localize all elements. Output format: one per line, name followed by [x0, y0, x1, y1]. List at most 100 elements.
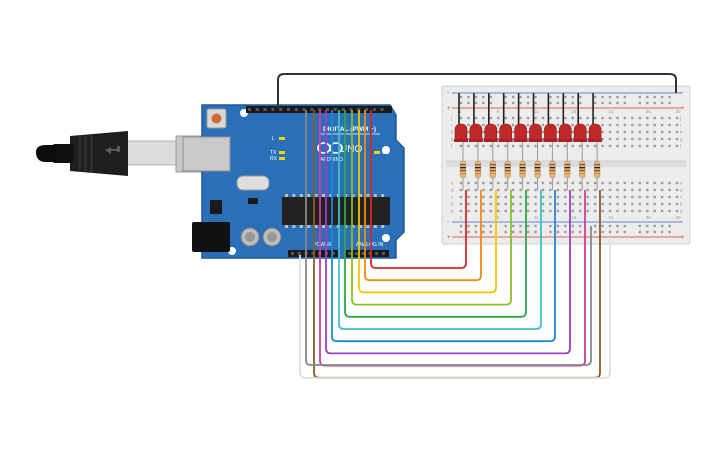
wire-signal[interactable] [325, 110, 571, 355]
bb-hole[interactable] [653, 144, 656, 148]
header-pin[interactable] [375, 252, 379, 255]
bb-hole[interactable] [571, 137, 574, 141]
bb-hole[interactable] [541, 123, 545, 127]
bb-rail-hole[interactable] [526, 224, 530, 228]
bb-hole[interactable] [541, 130, 545, 134]
bb-hole[interactable] [571, 188, 574, 192]
bb-hole[interactable] [668, 144, 671, 148]
bb-hole[interactable] [482, 116, 485, 120]
bb-rail-hole[interactable] [482, 101, 485, 105]
bb-hole[interactable] [675, 137, 679, 141]
bb-hole[interactable] [526, 123, 530, 127]
bb-hole[interactable] [623, 137, 627, 141]
bb-hole[interactable] [601, 188, 604, 192]
bb-hole[interactable] [623, 202, 627, 206]
bb-hole[interactable] [482, 188, 485, 192]
bb-hole[interactable] [579, 181, 582, 185]
bb-hole[interactable] [608, 144, 612, 148]
bb-hole[interactable] [474, 188, 478, 192]
header-pin[interactable] [294, 108, 298, 111]
bb-hole[interactable] [631, 195, 634, 199]
bb-rail-hole[interactable] [601, 95, 604, 99]
led[interactable] [559, 123, 572, 141]
bb-rail-hole[interactable] [564, 224, 567, 228]
bb-hole[interactable] [616, 202, 619, 206]
bb-hole[interactable] [675, 202, 679, 206]
bb-hole[interactable] [631, 123, 634, 127]
reset-button[interactable] [206, 108, 227, 129]
bb-rail-hole[interactable] [616, 224, 619, 228]
bb-hole[interactable] [526, 144, 530, 148]
bb-rail-hole[interactable] [526, 95, 530, 99]
bb-hole[interactable] [526, 188, 530, 192]
bb-hole[interactable] [519, 209, 522, 213]
bb-hole[interactable] [556, 137, 560, 141]
bb-hole[interactable] [601, 116, 604, 120]
bb-hole[interactable] [541, 188, 545, 192]
bb-hole[interactable] [549, 209, 552, 213]
bb-hole[interactable] [549, 202, 552, 206]
bb-hole[interactable] [586, 188, 589, 192]
bb-rail-hole[interactable] [601, 230, 604, 234]
bb-hole[interactable] [660, 188, 664, 192]
bb-rail-hole[interactable] [467, 101, 470, 105]
bb-rail-hole[interactable] [668, 95, 671, 99]
bb-hole[interactable] [668, 202, 671, 206]
bb-rail-hole[interactable] [616, 230, 619, 234]
bb-hole[interactable] [616, 123, 619, 127]
bb-rail-hole[interactable] [668, 224, 671, 228]
wire-ground-gray[interactable] [305, 110, 592, 366]
bb-rail-hole[interactable] [482, 230, 485, 234]
bb-hole[interactable] [482, 181, 485, 185]
bb-hole[interactable] [675, 144, 679, 148]
bb-hole[interactable] [638, 202, 641, 206]
bb-rail-hole[interactable] [623, 230, 627, 234]
bb-hole[interactable] [526, 209, 530, 213]
bb-hole[interactable] [646, 144, 649, 148]
bb-hole[interactable] [638, 137, 641, 141]
bb-hole[interactable] [608, 116, 612, 120]
bb-hole[interactable] [623, 181, 627, 185]
bb-hole[interactable] [556, 188, 560, 192]
bb-hole[interactable] [504, 181, 507, 185]
bb-rail-hole[interactable] [534, 224, 537, 228]
bb-hole[interactable] [608, 188, 612, 192]
bb-rail-hole[interactable] [616, 95, 619, 99]
header-pin[interactable] [349, 108, 353, 111]
bb-hole[interactable] [511, 116, 515, 120]
bb-hole[interactable] [519, 202, 522, 206]
bb-rail-hole[interactable] [646, 95, 649, 99]
bb-hole[interactable] [459, 144, 463, 148]
bb-hole[interactable] [675, 123, 679, 127]
bb-hole[interactable] [579, 116, 582, 120]
bb-hole[interactable] [459, 202, 463, 206]
bb-hole[interactable] [482, 137, 485, 141]
bb-rail-hole[interactable] [511, 230, 515, 234]
bb-hole[interactable] [638, 195, 641, 199]
bb-rail-hole[interactable] [564, 101, 567, 105]
bb-hole[interactable] [631, 116, 634, 120]
resistor[interactable] [534, 160, 541, 179]
bb-hole[interactable] [638, 144, 641, 148]
bb-hole[interactable] [608, 195, 612, 199]
led[interactable] [544, 123, 557, 141]
bb-hole[interactable] [646, 181, 649, 185]
bb-hole[interactable] [653, 116, 656, 120]
bb-hole[interactable] [668, 123, 671, 127]
header-pin[interactable] [333, 108, 337, 111]
bb-rail-hole[interactable] [660, 224, 664, 228]
header-pin[interactable] [310, 108, 314, 111]
bb-hole[interactable] [608, 181, 612, 185]
bb-rail-hole[interactable] [519, 230, 522, 234]
bb-hole[interactable] [579, 188, 582, 192]
bb-hole[interactable] [638, 116, 641, 120]
bb-hole[interactable] [556, 209, 560, 213]
bb-hole[interactable] [541, 181, 545, 185]
bb-hole[interactable] [519, 195, 522, 199]
bb-hole[interactable] [586, 130, 589, 134]
bb-hole[interactable] [646, 116, 649, 120]
bb-hole[interactable] [504, 195, 507, 199]
bb-rail-hole[interactable] [601, 224, 604, 228]
bb-hole[interactable] [556, 123, 560, 127]
bb-rail-hole[interactable] [534, 101, 537, 105]
